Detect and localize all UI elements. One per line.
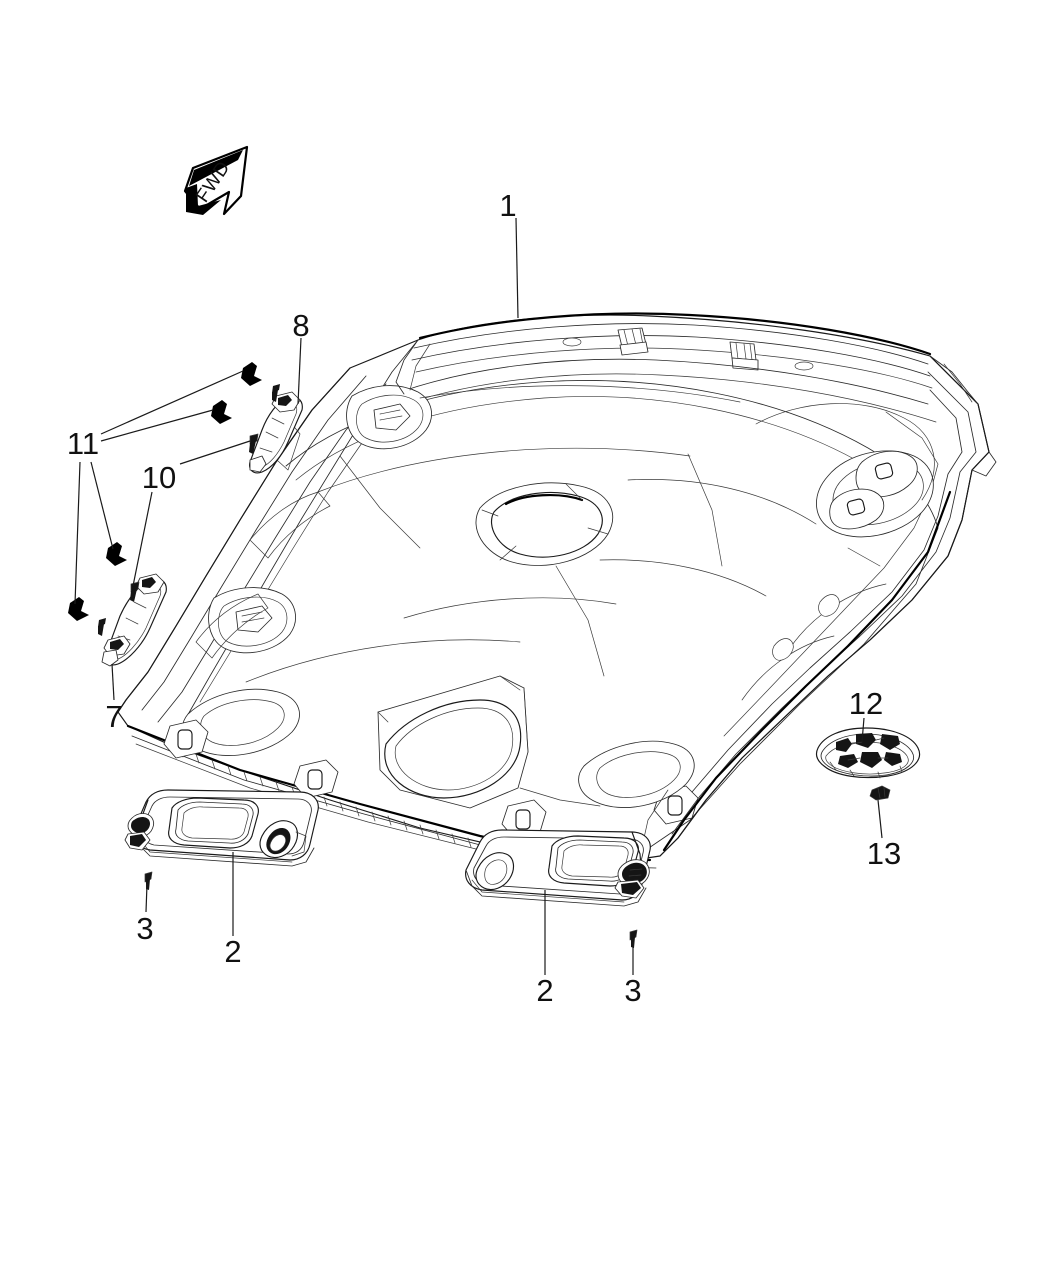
callout-leader-lines (74, 217, 883, 975)
plug-cap-4 (68, 597, 89, 621)
callout-1: 1 (499, 188, 516, 223)
callout-2-right: 2 (536, 973, 553, 1008)
callout-12: 12 (849, 686, 883, 721)
headliner-panel (117, 312, 997, 873)
plug-cap-2 (211, 400, 232, 424)
sun-visor-left (124, 789, 319, 867)
grab-handle-screw-aux-upper (272, 384, 280, 402)
callout-8: 8 (292, 308, 309, 343)
headliner-front-boss-1 (163, 719, 209, 759)
sun-visor-clip-right (629, 929, 638, 948)
headliner-center-front-recess (377, 675, 529, 809)
grab-handle-socket-upper-left (346, 385, 432, 450)
sun-visor-clip-left (144, 871, 153, 890)
callout-11: 11 (67, 426, 99, 461)
callout-10: 10 (142, 460, 176, 495)
callout-3-left: 3 (136, 911, 153, 946)
callout-13: 13 (867, 836, 901, 871)
callout-7: 7 (105, 699, 122, 734)
dome-lamp-assembly (815, 727, 920, 779)
sun-visor-right (465, 829, 651, 907)
headliner-front-boss-2 (293, 759, 339, 799)
headliner-front-boss-3 (501, 799, 547, 839)
plug-cap-1 (241, 362, 262, 386)
headliner-rear-clip-right (729, 341, 759, 371)
plug-cap-3 (106, 542, 127, 566)
callout-labels: 1 8 11 10 7 12 13 2 3 2 3 (67, 188, 901, 1008)
headliner-rear-clip-left (617, 327, 649, 356)
grab-handle-socket-right (816, 450, 934, 538)
callout-3-right: 3 (624, 973, 641, 1008)
grab-handle-upper (249, 391, 303, 474)
dome-lamp-bulb-clip (869, 785, 891, 801)
headliner-right-oval-recess (578, 740, 695, 808)
forward-direction-arrow: FWD (183, 145, 249, 216)
grab-handle-screw-aux-lower (98, 618, 106, 636)
headliner-dome-lamp-opening (475, 482, 613, 566)
grab-handle-lower (101, 573, 167, 667)
callout-2-left: 2 (224, 934, 241, 969)
